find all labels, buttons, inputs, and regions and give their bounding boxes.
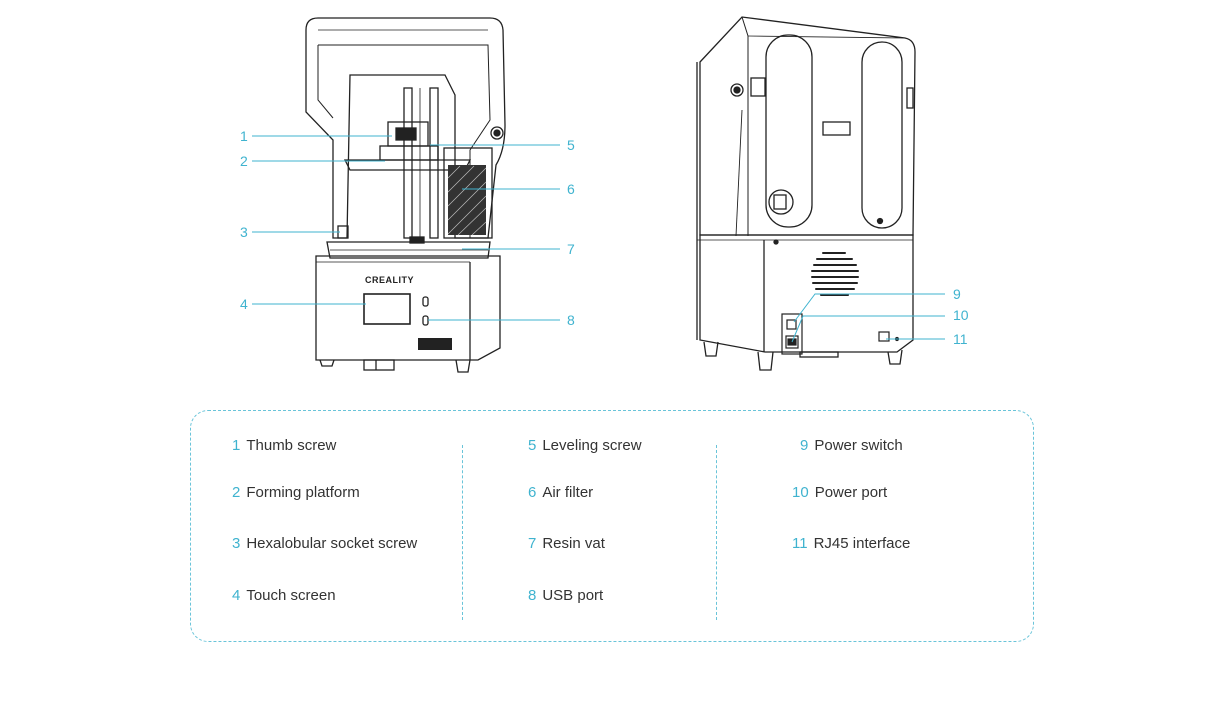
- back-callout-numbers: 9 10 11: [953, 286, 969, 347]
- legend-label: Hexalobular socket screw: [246, 535, 418, 552]
- legend-number: 7: [528, 535, 537, 552]
- legend-number: 4: [232, 587, 241, 604]
- callout-7: 7: [567, 241, 575, 257]
- power-module: [781, 313, 900, 355]
- back-leader-lines: [791, 293, 945, 343]
- legend-divider-2: [716, 445, 717, 620]
- legend-item: 6 Air filter: [528, 484, 593, 501]
- legend-number: 9: [800, 437, 809, 454]
- legend-number: 8: [528, 587, 537, 604]
- front-lid: [305, 17, 506, 239]
- legend-label: RJ45 interface: [813, 535, 911, 552]
- legend-item: 9 Power switch: [800, 437, 903, 454]
- printer-front-view: [305, 17, 506, 373]
- legend-number: 2: [232, 484, 241, 501]
- legend-item: 10 Power port: [792, 484, 887, 501]
- callout-5: 5: [567, 137, 575, 153]
- legend-number: 11: [792, 535, 808, 552]
- front-callout-numbers: 1 2 3 4 5 6 7 8: [240, 128, 575, 328]
- front-leader-lines: [252, 135, 560, 321]
- printer-back-view: [696, 16, 916, 371]
- legend-number: 10: [792, 484, 809, 501]
- legend-label: Power port: [814, 484, 888, 501]
- touch-screen: [363, 293, 411, 325]
- legend-number: 3: [232, 535, 241, 552]
- resin-vat: [326, 241, 491, 259]
- callout-6: 6: [567, 181, 575, 197]
- back-base: [699, 234, 914, 353]
- legend-label: Forming platform: [246, 484, 360, 501]
- callout-8: 8: [567, 312, 575, 328]
- legend-label: Air filter: [542, 484, 594, 501]
- front-base: [315, 255, 501, 361]
- legend-item: 5 Leveling screw: [528, 437, 642, 454]
- callout-2: 2: [240, 153, 248, 169]
- legend-item: 3 Hexalobular socket screw: [232, 535, 417, 552]
- back-cover: [699, 16, 916, 236]
- callout-4: 4: [240, 296, 248, 312]
- legend-label: Resin vat: [542, 535, 605, 552]
- legend-box: [190, 410, 1034, 642]
- legend-item: 11 RJ45 interface: [792, 535, 910, 552]
- callout-10: 10: [953, 307, 969, 323]
- callout-1: 1: [240, 128, 248, 144]
- legend-divider-1: [462, 445, 463, 620]
- air-filter: [443, 147, 493, 239]
- callout-9: 9: [953, 286, 961, 302]
- legend-number: 5: [528, 437, 537, 454]
- brand-logo: CREALITY: [365, 275, 414, 285]
- legend-item: 4 Touch screen: [232, 587, 336, 604]
- legend-number: 6: [528, 484, 537, 501]
- legend-item: 8 USB port: [528, 587, 603, 604]
- legend-number: 1: [232, 437, 241, 454]
- vent-grill: [811, 252, 859, 296]
- callout-3: 3: [240, 224, 248, 240]
- legend-label: Power switch: [814, 437, 903, 454]
- legend-label: Touch screen: [246, 587, 336, 604]
- legend-label: Leveling screw: [542, 437, 642, 454]
- legend-label: USB port: [542, 587, 604, 604]
- legend-item: 1 Thumb screw: [232, 437, 336, 454]
- legend-item: 2 Forming platform: [232, 484, 360, 501]
- legend-label: Thumb screw: [246, 437, 337, 454]
- printer-diagram: CREALITY 1 2 3 4 5 6 7 8: [240, 16, 969, 373]
- legend-item: 7 Resin vat: [528, 535, 605, 552]
- callout-11: 11: [953, 331, 968, 347]
